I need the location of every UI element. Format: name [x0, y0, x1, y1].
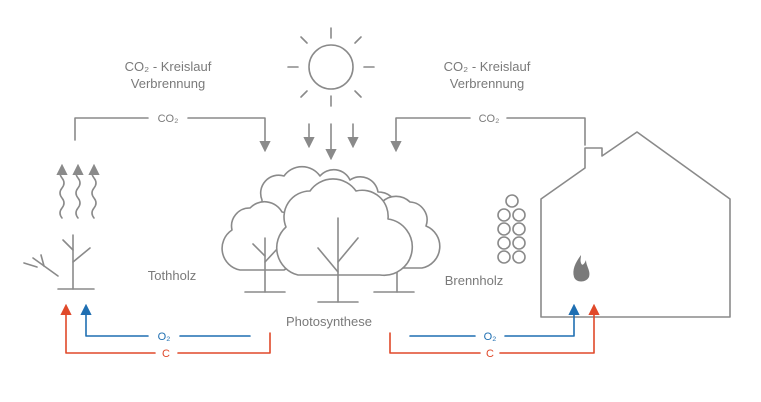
co2-label-right: CO₂ [479, 113, 500, 125]
sun-icon [287, 27, 375, 107]
firewood-label: Brennholz [445, 273, 504, 288]
oxygen-flow-right [409, 303, 580, 337]
firewood-icon [497, 194, 526, 264]
carbon-flow-left [60, 303, 271, 354]
co2-label-left: CO₂ [158, 113, 179, 125]
house-icon [540, 131, 731, 318]
deadwood-label: Tothholz [148, 268, 196, 283]
cycle-right-line2: Verbrennung [450, 76, 524, 91]
co2-flow-left [74, 117, 271, 153]
carbon-label-left: C [162, 348, 170, 360]
forest-icon [221, 165, 441, 303]
cycle-right-line1: CO₂ - Kreislauf [444, 59, 531, 74]
oxygen-label-left: O₂ [158, 331, 171, 343]
oxygen-flow-left [80, 303, 251, 337]
cycle-left-line1: CO₂ - Kreislauf [125, 59, 212, 74]
co2-release-waves [56, 163, 100, 219]
sunlight-arrows [303, 123, 359, 161]
carbon-flow-right [389, 303, 600, 354]
oxygen-label-right: O₂ [484, 331, 497, 343]
cycle-left-line2: Verbrennung [131, 76, 205, 91]
carbon-label-right: C [486, 348, 494, 360]
photosynthesis-label: Photosynthese [286, 314, 372, 329]
flame-icon [573, 255, 590, 282]
deadwood-icon [23, 234, 95, 290]
co2-flow-right [390, 117, 586, 153]
